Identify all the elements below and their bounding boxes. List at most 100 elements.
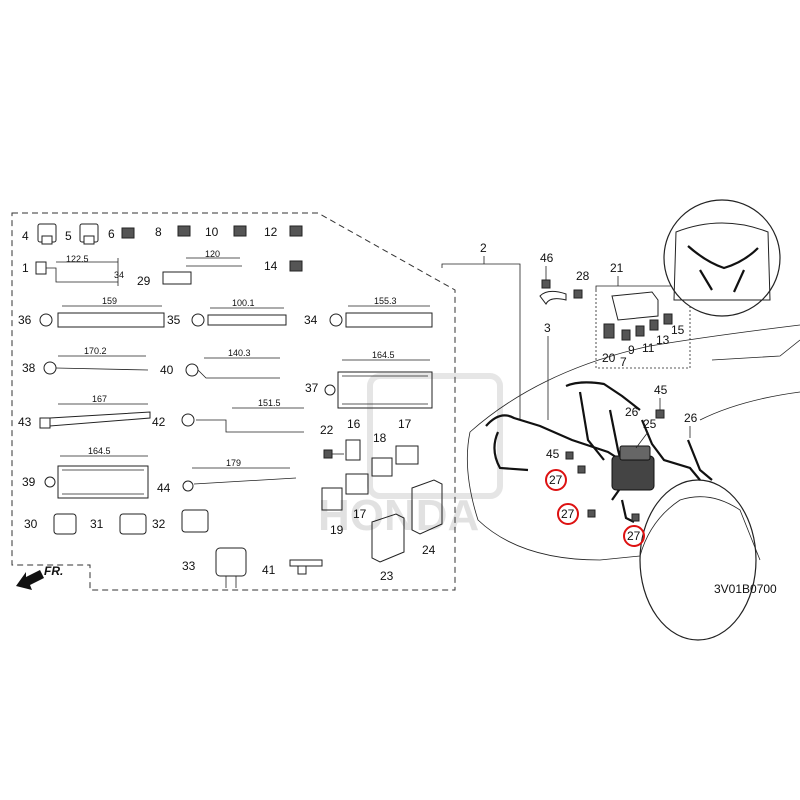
part-24[interactable]: 24: [411, 479, 443, 557]
dim-35: 100.1: [232, 298, 255, 308]
vehicle-outline: [466, 324, 800, 641]
honda-watermark: HONDA: [318, 373, 503, 540]
part-32[interactable]: 32: [152, 509, 209, 533]
callout-37: 37: [305, 381, 319, 395]
part-18[interactable]: 18: [371, 431, 393, 477]
callout-31: 31: [90, 517, 104, 531]
part-44[interactable]: 44 179: [157, 458, 297, 495]
part-17[interactable]: 17: [395, 417, 419, 465]
part-27-b[interactable]: 27: [557, 503, 596, 525]
part-33[interactable]: 33: [182, 547, 247, 588]
part-26-b[interactable]: 26: [684, 411, 698, 438]
callout-30: 30: [24, 517, 38, 531]
part-5[interactable]: 5: [65, 223, 99, 245]
callout-41: 41: [262, 563, 276, 577]
part-23[interactable]: 23: [371, 513, 405, 583]
part-1[interactable]: 1 122.5 34: [22, 254, 124, 286]
callout-21: 21: [610, 261, 624, 275]
callout-27a: 27: [549, 473, 563, 487]
dim-43: 167: [92, 394, 107, 404]
watermark-text: HONDA: [318, 491, 479, 540]
callout-27c: 27: [627, 529, 641, 543]
part-27-a[interactable]: 27: [545, 465, 586, 491]
callout-45a: 45: [654, 383, 668, 397]
part-31[interactable]: 31: [90, 513, 147, 535]
callout-2-bracket: 2: [441, 241, 521, 420]
callout-27b: 27: [561, 507, 575, 521]
dim-34: 155.3: [374, 296, 397, 306]
part-22[interactable]: 22: [320, 423, 344, 459]
dim-1-height: 34: [114, 270, 124, 280]
callout-42: 42: [152, 415, 166, 429]
part-6[interactable]: 6: [108, 227, 135, 241]
callout-15[interactable]: 15: [671, 323, 685, 337]
dim-37: 164.5: [372, 350, 395, 360]
part-19[interactable]: 19: [321, 487, 344, 537]
callout-33: 33: [182, 559, 196, 573]
fr-label: FR.: [44, 564, 63, 578]
parts-panel-outline: [11, 212, 456, 591]
callout-28: 28: [576, 269, 590, 283]
part-12[interactable]: 12: [264, 225, 303, 239]
callout-8: 8: [155, 225, 162, 239]
part-46[interactable]: 46: [540, 251, 554, 289]
callout-17b: 17: [353, 507, 367, 521]
dim-36: 159: [102, 296, 117, 306]
part-30[interactable]: 30: [24, 513, 77, 535]
callout-3: 3: [544, 321, 551, 335]
callout-43: 43: [18, 415, 32, 429]
dim-38: 170.2: [84, 346, 107, 356]
part-35[interactable]: 35 100.1: [167, 298, 287, 327]
part-38[interactable]: 38 170.2: [22, 346, 149, 375]
part-34[interactable]: 34 155.3: [304, 296, 433, 328]
part-37[interactable]: 37 164.5: [305, 350, 433, 409]
part-14[interactable]: 14: [264, 259, 303, 273]
callout-29: 29: [137, 274, 151, 288]
part-45-b[interactable]: 45: [546, 447, 574, 461]
part-25[interactable]: 25: [635, 417, 657, 449]
part-45-a[interactable]: 45: [654, 383, 668, 419]
callout-11[interactable]: 11: [642, 341, 655, 355]
part-26-a[interactable]: 26: [625, 405, 639, 419]
inset-vehicle-view: [663, 199, 781, 317]
callout-6: 6: [108, 227, 115, 241]
part-40[interactable]: 40 140.3: [160, 348, 280, 379]
part-39[interactable]: 39 164.5: [22, 446, 149, 499]
callout-40: 40: [160, 363, 174, 377]
dim-44: 179: [226, 458, 241, 468]
callout-4: 4: [22, 229, 29, 243]
callout-32: 32: [152, 517, 166, 531]
callout-38: 38: [22, 361, 36, 375]
callout-26b: 26: [684, 411, 698, 425]
part-3[interactable]: 3: [539, 290, 567, 420]
part-36[interactable]: 36 159: [18, 296, 165, 328]
callout-16: 16: [347, 417, 361, 431]
callout-18: 18: [373, 431, 387, 445]
callout-10: 10: [205, 225, 219, 239]
callout-5: 5: [65, 229, 72, 243]
callout-17a: 17: [398, 417, 412, 431]
callout-44: 44: [157, 481, 171, 495]
callout-46: 46: [540, 251, 554, 265]
part-21-group[interactable]: 21: [595, 261, 691, 369]
engine-room-harness[interactable]: [485, 381, 713, 523]
callout-22: 22: [320, 423, 334, 437]
part-16[interactable]: 16: [345, 417, 361, 461]
highlight-ring-icon: [623, 525, 645, 547]
part-17-b[interactable]: 17: [345, 473, 369, 521]
part-29[interactable]: 29 120: [137, 249, 242, 288]
callout-20[interactable]: 20: [602, 351, 616, 365]
callout-34: 34: [304, 313, 318, 327]
part-10[interactable]: 10: [205, 225, 247, 239]
part-8[interactable]: 8: [155, 225, 191, 239]
highlight-ring-icon: [545, 469, 567, 491]
part-28[interactable]: 28: [573, 269, 590, 299]
part-43[interactable]: 43 167: [18, 394, 151, 429]
part-42[interactable]: 42 151.5: [152, 398, 304, 433]
dim-1-length: 122.5: [66, 254, 89, 264]
part-4[interactable]: 4: [22, 223, 57, 245]
callout-25: 25: [643, 417, 657, 431]
part-27-c[interactable]: 27: [623, 513, 645, 547]
callout-7[interactable]: 7: [620, 355, 627, 369]
part-41[interactable]: 41: [262, 559, 323, 577]
